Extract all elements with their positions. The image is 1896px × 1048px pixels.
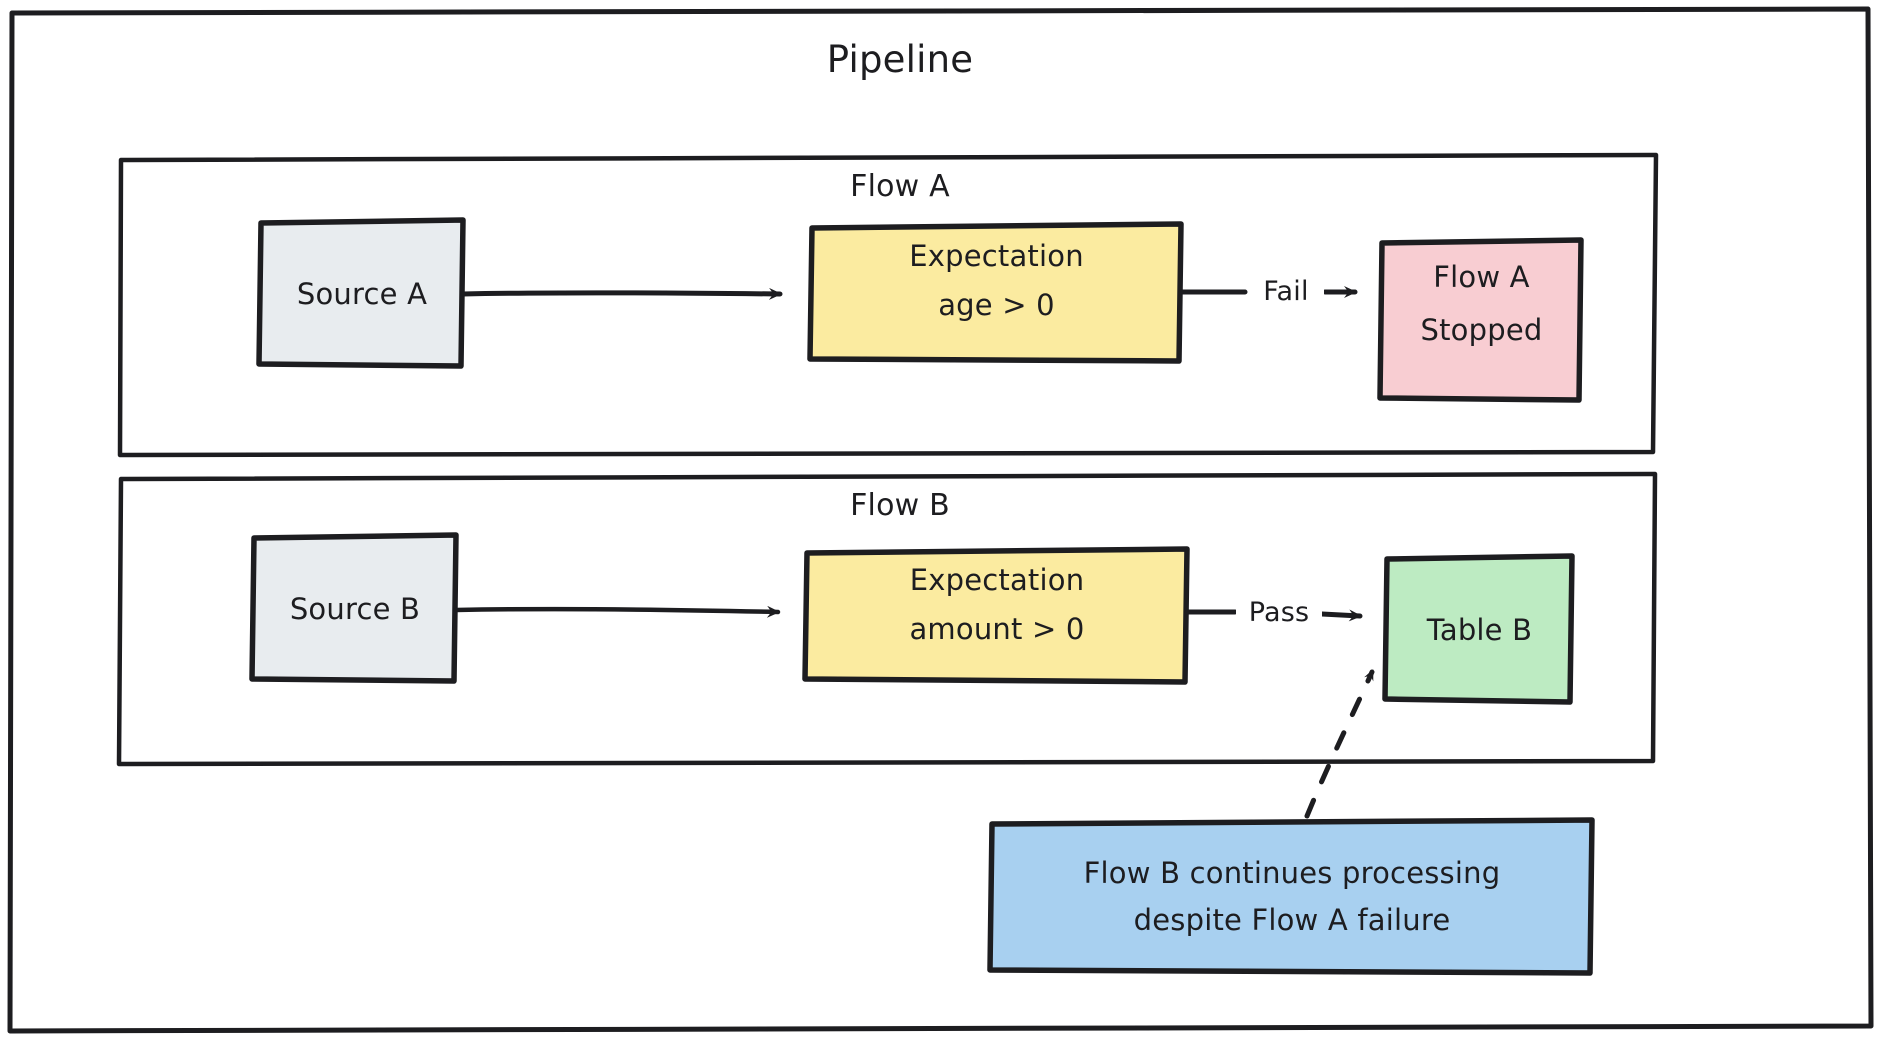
edge-expectation-b-to-table-b bbox=[1184, 609, 1363, 622]
edge-note-to-table-b bbox=[1304, 669, 1375, 819]
container-pipeline bbox=[7, 6, 1874, 1034]
node-expectation-b[interactable] bbox=[802, 546, 1190, 685]
edge-source-b-to-expectation-b bbox=[453, 605, 781, 618]
note-box[interactable] bbox=[987, 817, 1595, 976]
container-flow-b bbox=[116, 471, 1658, 767]
container-flow-a bbox=[117, 152, 1659, 458]
node-source-b[interactable] bbox=[249, 532, 459, 684]
edge-source-a-to-expectation-a bbox=[460, 287, 783, 300]
node-expectation-a[interactable] bbox=[807, 221, 1184, 364]
node-table-b[interactable] bbox=[1382, 553, 1575, 705]
node-source-a[interactable] bbox=[256, 217, 466, 369]
node-flow-a-stopped[interactable] bbox=[1377, 237, 1584, 403]
